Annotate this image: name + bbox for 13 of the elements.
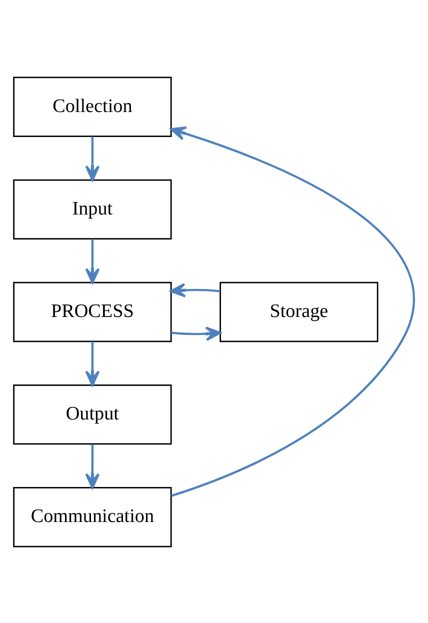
arrow [85, 341, 100, 386]
node-box: Communication [13, 486, 172, 547]
node-box: Collection [13, 76, 172, 136]
arrow [170, 282, 220, 297]
node-box: Input [13, 178, 172, 240]
node-box: Storage [220, 281, 378, 342]
node-box: PROCESS [13, 281, 172, 342]
arrow [170, 126, 414, 496]
arrow [85, 136, 100, 181]
node-box: Output [13, 384, 172, 444]
arrow [85, 238, 100, 284]
arrow [85, 444, 100, 488]
arrow [171, 326, 222, 341]
